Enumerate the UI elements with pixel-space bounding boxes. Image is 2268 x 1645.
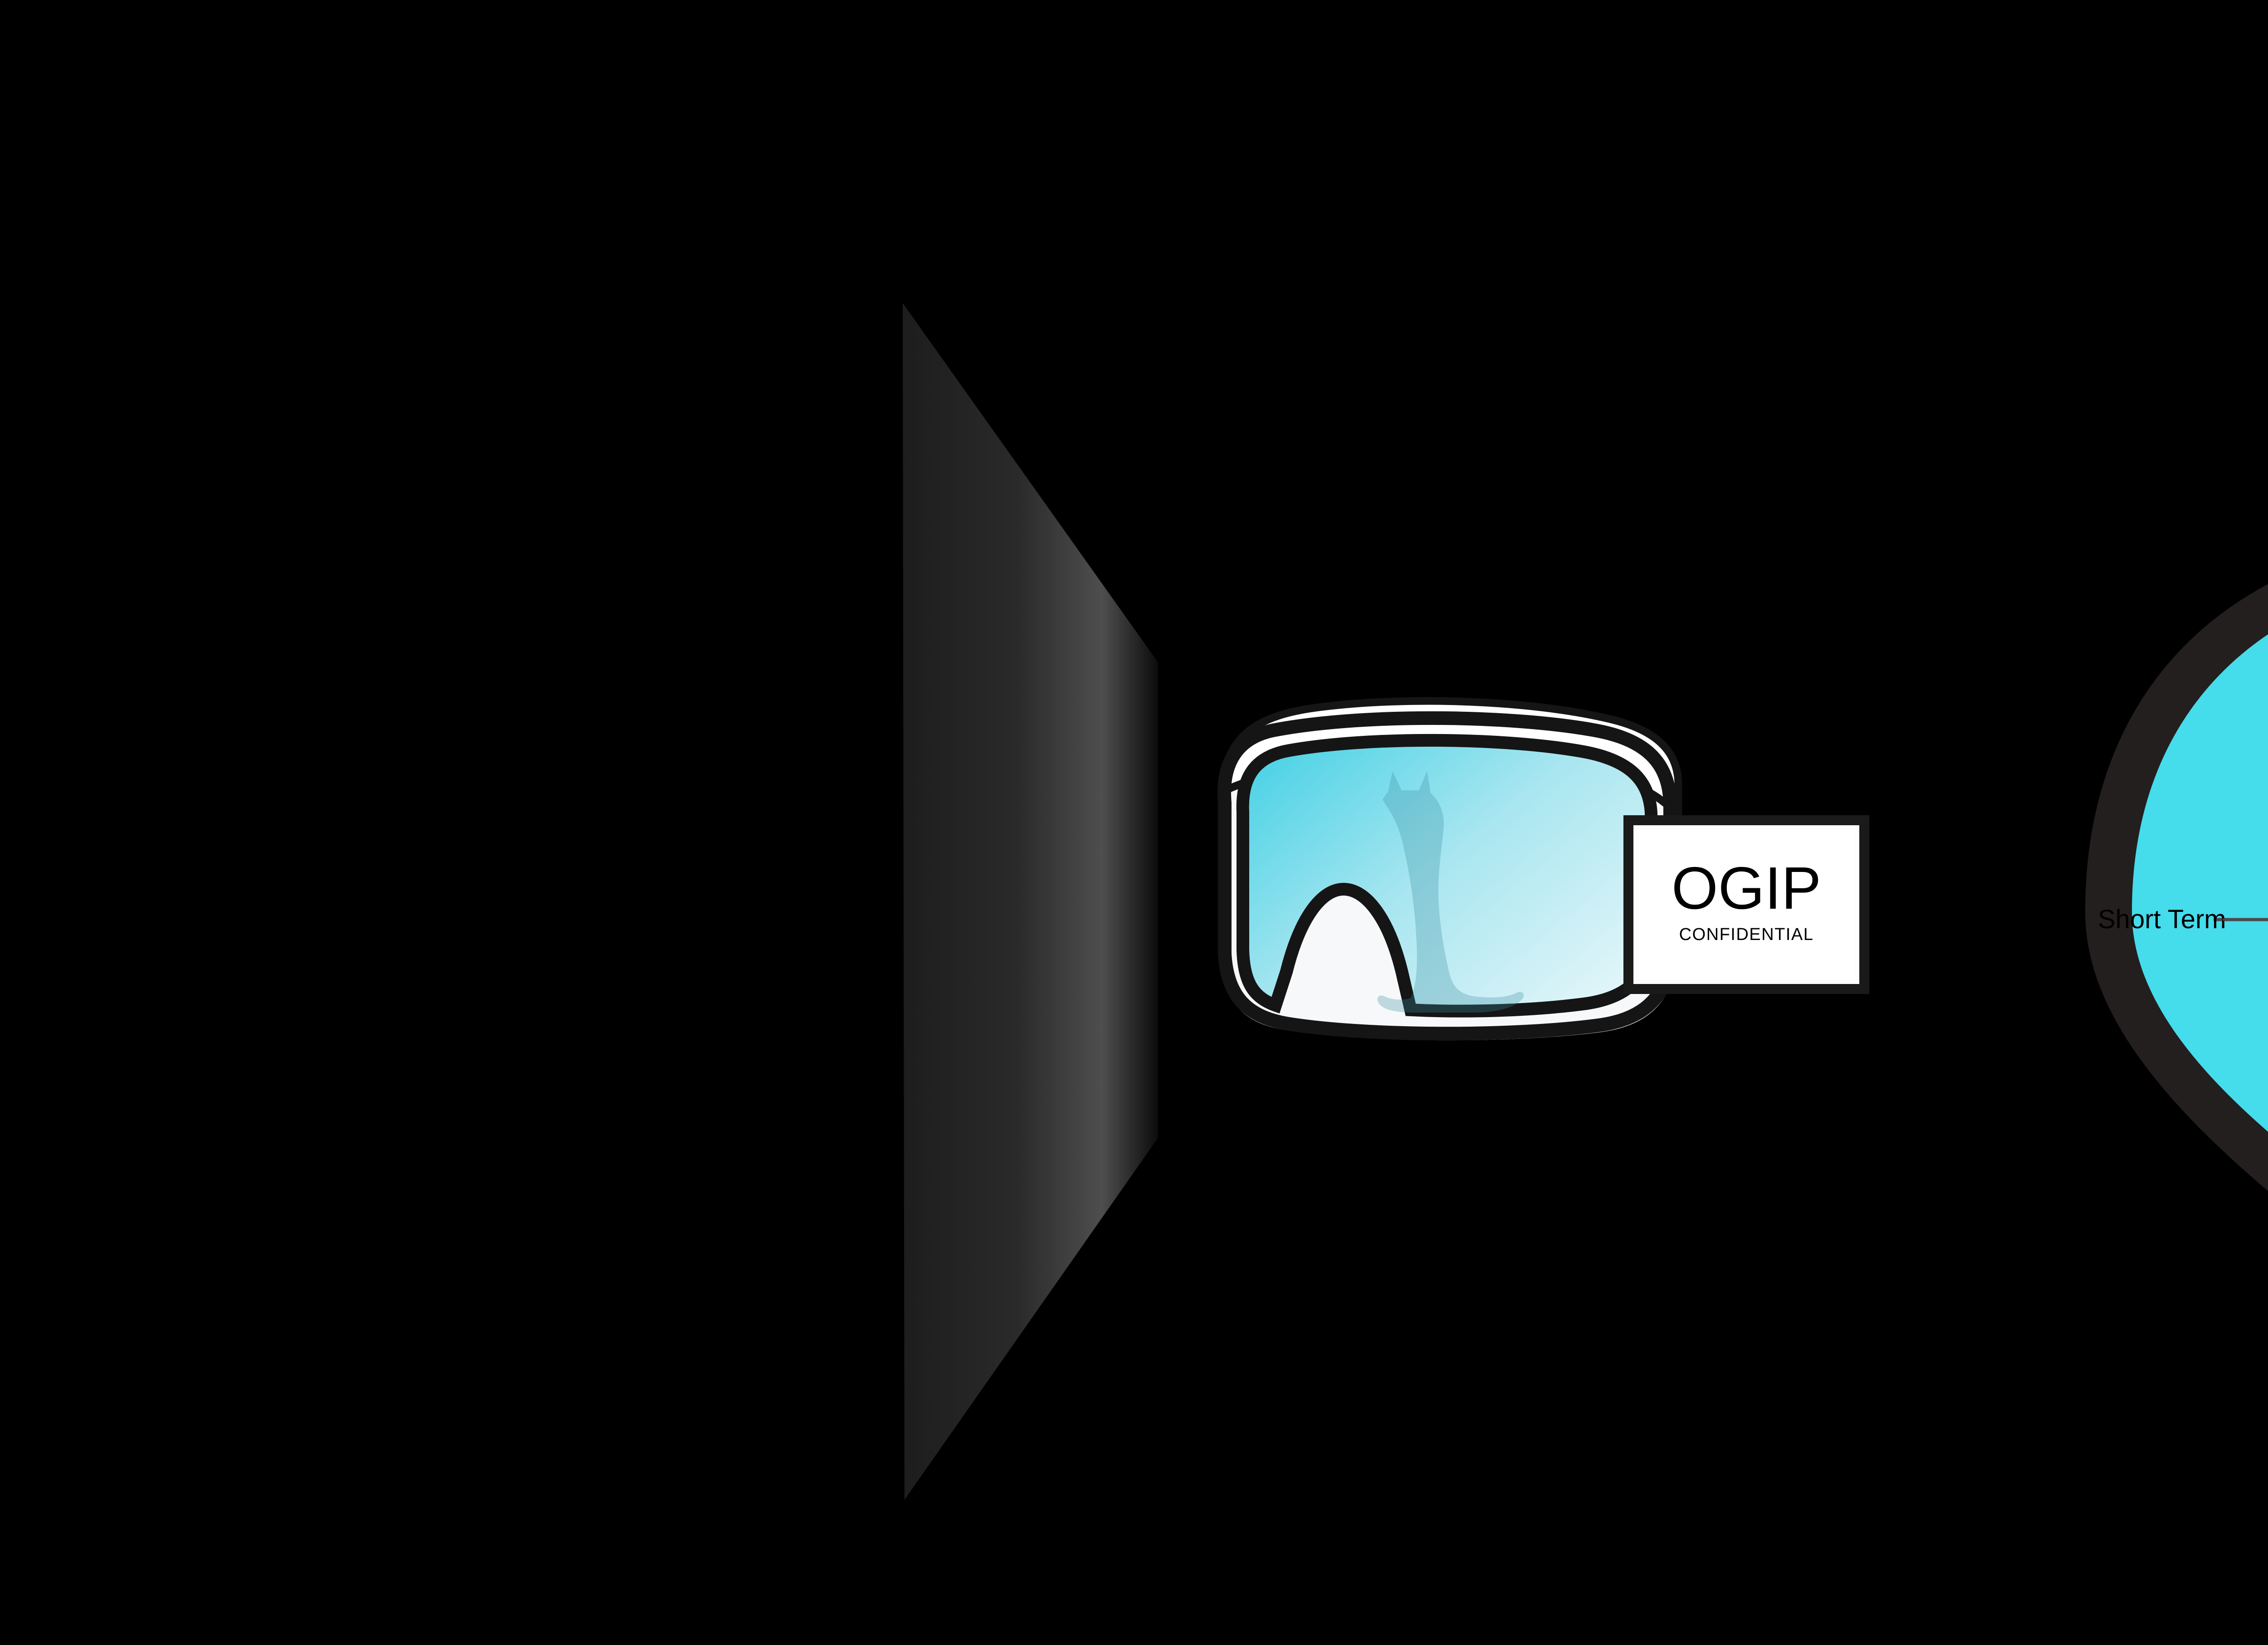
small-goggle-lens <box>1236 734 1657 1018</box>
visor-lens <box>2132 634 2268 1132</box>
main-visor: Joy Happiness Pain Sorrow Spectrum Level… <box>2085 584 2268 1191</box>
badge-subtitle-label: CONFIDENTIAL <box>1679 925 1814 944</box>
badge-brand-label: OGIP <box>1672 855 1821 921</box>
cat-silhouette <box>1377 771 1524 1013</box>
small-goggle: OGIP CONFIDENTIAL <box>1217 697 1869 1041</box>
ogip-badge: OGIP CONFIDENTIAL <box>1623 815 1869 994</box>
axis-label-short-term: Short Term <box>2098 905 2226 934</box>
perspective-wedge <box>903 303 1158 1500</box>
